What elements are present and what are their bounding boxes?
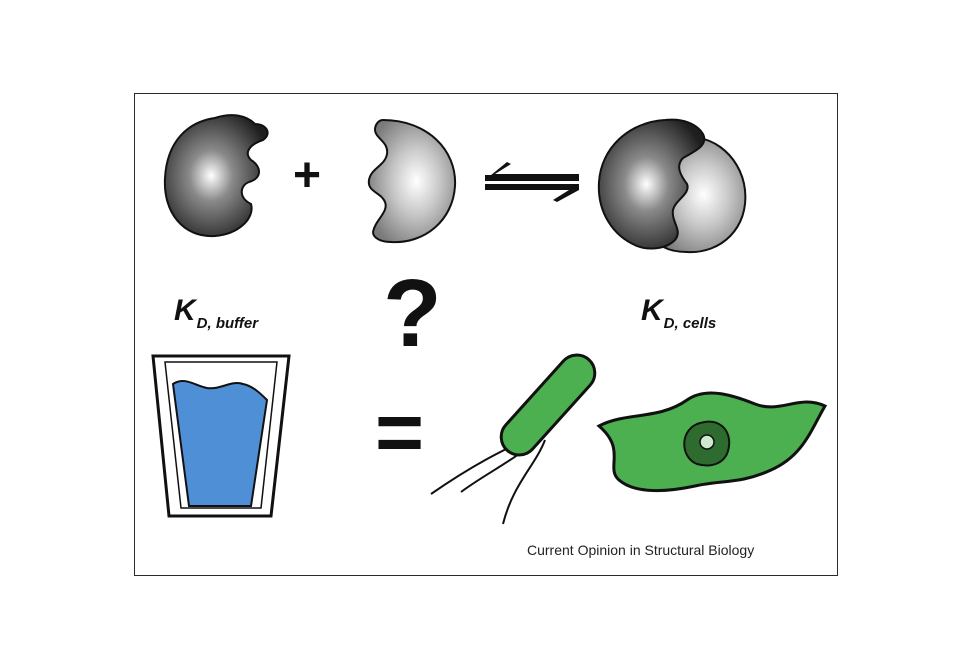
equilibrium-arrows-icon — [485, 162, 579, 202]
light-protein-icon — [367, 118, 457, 244]
kd-cells-subscript: D, cells — [663, 315, 717, 332]
kd-buffer-label: KD, buffer — [174, 294, 258, 332]
bacterium-icon — [430, 353, 597, 525]
plus-sign: + — [293, 149, 322, 202]
kd-cells-label: KD, cells — [641, 294, 716, 332]
beaker-icon — [151, 354, 291, 518]
kd-cells-k: K — [641, 294, 663, 327]
kd-buffer-k: K — [174, 294, 196, 327]
protein-complex-icon — [597, 118, 747, 254]
question-mark: ? — [383, 260, 442, 367]
equals-sign: = — [375, 385, 425, 479]
kd-buffer-subscript: D, buffer — [196, 315, 259, 332]
journal-credit: Current Opinion in Structural Biology — [527, 542, 755, 558]
figure-panel: + KD, buffer ? KD, cells = Current Opini… — [134, 93, 838, 576]
diagram-artwork — [151, 114, 828, 525]
dark-protein-icon — [163, 114, 269, 238]
eukaryotic-cell-icon — [596, 391, 828, 493]
